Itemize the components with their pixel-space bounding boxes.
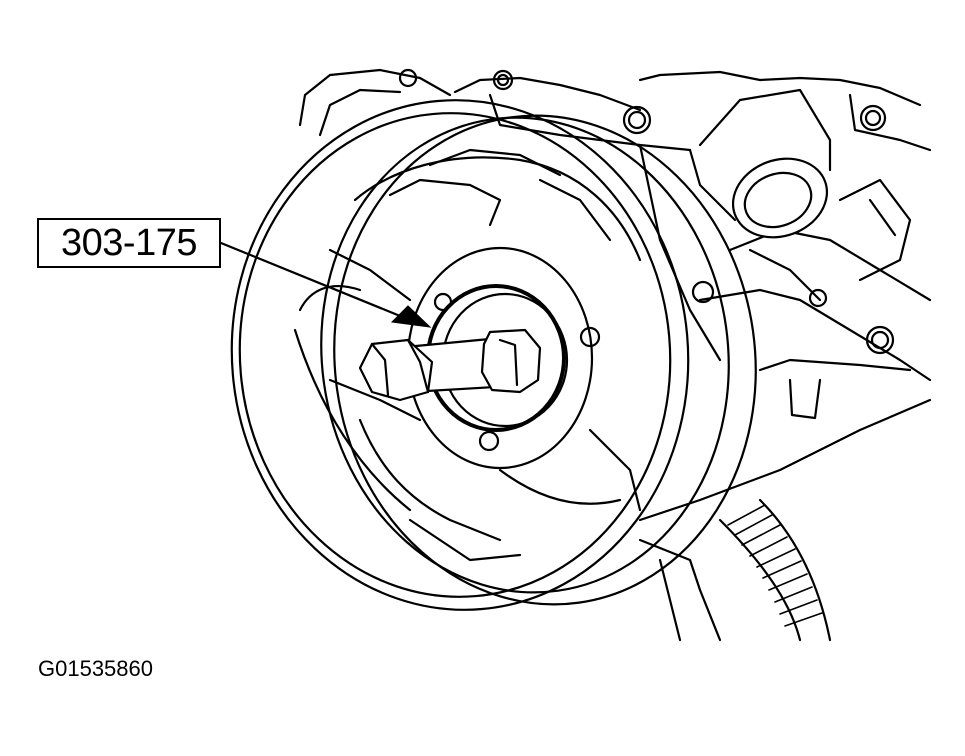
tool-303-175 bbox=[358, 328, 542, 402]
callout-leader-arrow bbox=[219, 241, 432, 328]
ring-gear-teeth bbox=[718, 498, 832, 642]
thermostat-housing bbox=[688, 88, 912, 302]
crankshaft-pulley bbox=[230, 99, 757, 611]
engine-block-outline bbox=[298, 68, 932, 642]
tool-number-label: 303-175 bbox=[61, 221, 197, 264]
tool-number-callout: 303-175 bbox=[37, 218, 221, 268]
figure-id: G01535860 bbox=[38, 656, 153, 681]
